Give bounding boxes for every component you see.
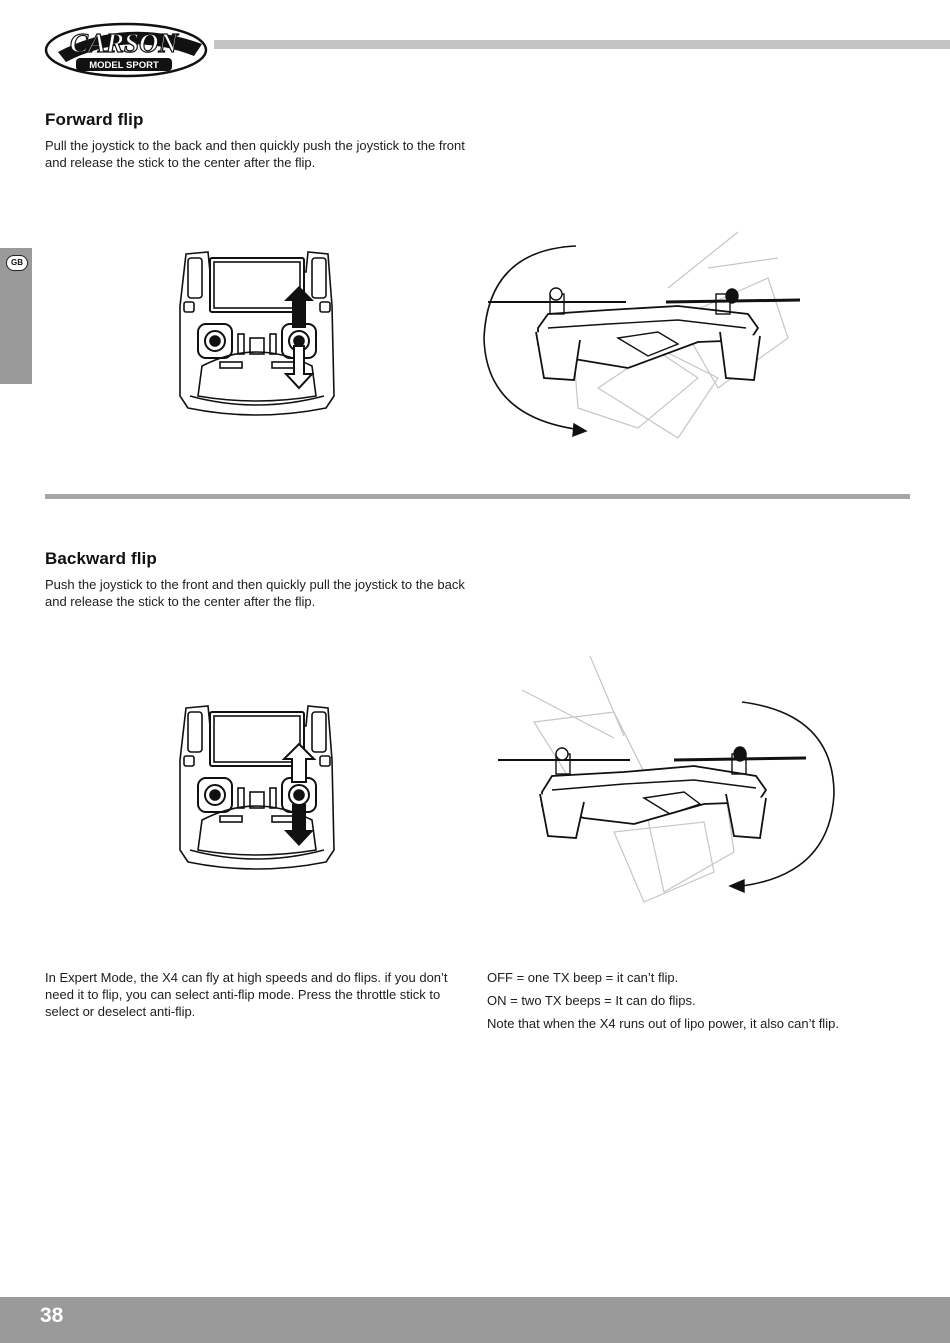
quadcopter-icon [494, 652, 840, 907]
transmitter-icon [176, 246, 338, 418]
carson-logo-icon: CARSON MODEL SPORT [44, 22, 210, 78]
page-footer: 38 [0, 1297, 950, 1343]
quadcopter-icon [478, 228, 820, 443]
page-number: 38 [40, 1304, 63, 1328]
logo-sub-text: MODEL SPORT [89, 60, 159, 71]
header-bar [214, 40, 950, 49]
language-tab-label: GB [6, 255, 28, 271]
section-divider [45, 494, 910, 499]
anti-flip-status-block: OFF = one TX beep = it can’t flip. ON = … [487, 969, 927, 1038]
language-tab: GB [0, 248, 32, 384]
expert-mode-text: In Expert Mode, the X4 can fly at high s… [45, 969, 475, 1020]
transmitter-icon [176, 700, 338, 872]
anti-flip-on-text: ON = two TX beeps = It can do flips. [487, 992, 927, 1009]
backward-flip-text: Push the joystick to the front and then … [45, 576, 485, 610]
lipo-power-note: Note that when the X4 runs out of lipo p… [487, 1015, 927, 1032]
forward-flip-text: Pull the joystick to the back and then q… [45, 137, 485, 171]
logo-main-text: CARSON [70, 28, 180, 58]
anti-flip-off-text: OFF = one TX beep = it can’t flip. [487, 969, 927, 986]
backward-flip-title: Backward flip [45, 549, 157, 569]
forward-flip-title: Forward flip [45, 110, 143, 130]
